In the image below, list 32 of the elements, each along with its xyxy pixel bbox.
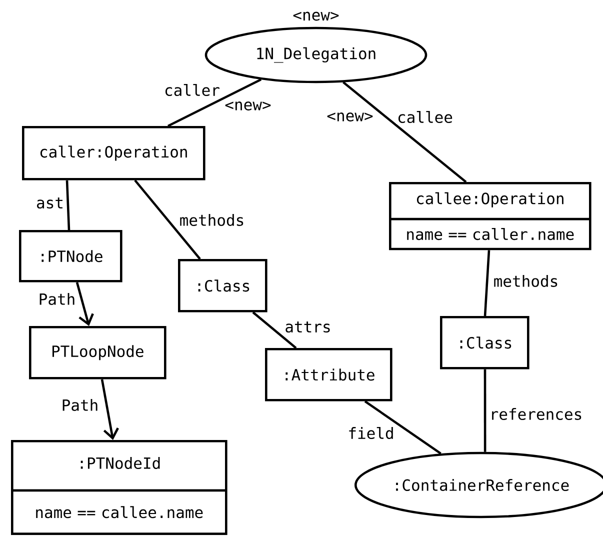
connector-line: [66, 180, 70, 230]
connector-line: [252, 311, 297, 349]
class-box: callee:Operation name == caller.name: [389, 182, 592, 250]
object-box: :Attribute: [265, 348, 392, 402]
edge-label: methods: [178, 213, 246, 227]
edge-label: references: [488, 407, 584, 421]
edge-label: attrs: [284, 320, 332, 334]
object-box: caller:Operation: [22, 126, 206, 180]
object-box: :Class: [440, 316, 530, 370]
arrow: [100, 379, 119, 440]
edge-label: methods: [492, 274, 560, 288]
edge-label: callee: [396, 110, 454, 124]
stereotype-label: <new>: [326, 112, 374, 122]
connector-line: [484, 250, 490, 316]
stereotype-label: <new>: [293, 12, 339, 21]
connector-line: [167, 78, 262, 128]
connector-line: [134, 180, 201, 260]
edge-label: ast: [35, 196, 65, 210]
object-box: :Class: [178, 259, 268, 312]
edge-label: Path: [37, 292, 77, 306]
connector-line: [364, 400, 442, 455]
edge-label: Path: [60, 398, 100, 412]
edge-label: caller: [163, 82, 221, 98]
class-box: :PTNodeId name == callee.name: [11, 440, 228, 535]
edge-label: field: [346, 426, 396, 440]
ellipse-node: 1N_Delegation: [204, 26, 428, 84]
arrow: [76, 282, 94, 326]
connector-line: [342, 81, 467, 183]
stereotype-label: <new>: [224, 100, 272, 112]
object-box: PTLoopNode: [29, 326, 166, 380]
object-box: :PTNode: [19, 230, 122, 282]
connector-line: [484, 369, 486, 452]
